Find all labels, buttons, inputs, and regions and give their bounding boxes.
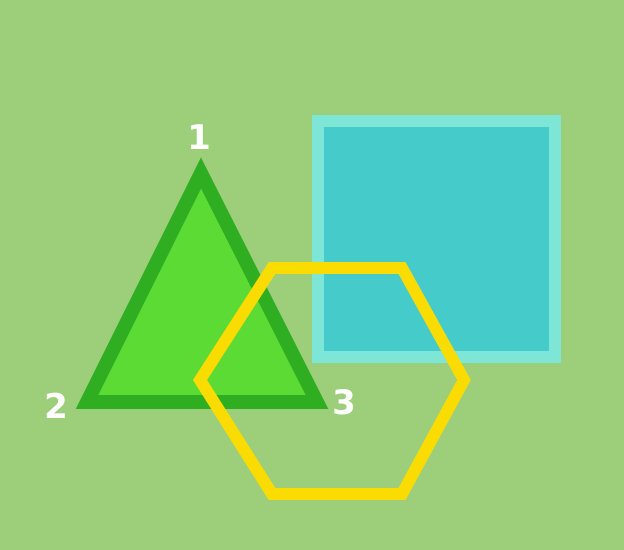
vertex-label-1: 1 [187, 118, 211, 158]
hexagon-shape [192, 262, 471, 500]
square-shape [312, 115, 561, 363]
vertex-label-3: 3 [332, 383, 356, 423]
vertex-label-2: 2 [44, 387, 68, 427]
